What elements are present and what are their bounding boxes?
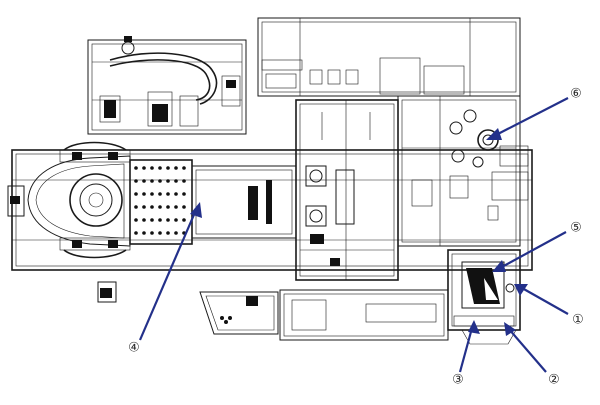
table-hole [182, 192, 186, 196]
callout-5: ⑤ [570, 221, 582, 236]
table-hole [174, 231, 178, 235]
table-hole [150, 166, 154, 170]
table-hole [134, 192, 138, 196]
table-hole [134, 179, 138, 183]
callout-labels: ⑥ ⑤ ① ② ③ ④ [128, 87, 584, 388]
table-hole [142, 192, 146, 196]
table-hole [158, 192, 162, 196]
table-hole [142, 218, 146, 222]
table-hole [142, 179, 146, 183]
table-hole [182, 166, 186, 170]
table-hole [142, 231, 146, 235]
table-hole [174, 205, 178, 209]
lower-base [279, 289, 449, 341]
callout-6: ⑥ [570, 87, 582, 102]
callout-3: ③ [452, 373, 464, 388]
table-hole [182, 218, 186, 222]
table-hole [166, 179, 170, 183]
chip-tray [97, 281, 279, 335]
table-hole [142, 205, 146, 209]
callout-1: ① [572, 313, 584, 328]
hydraulic-unit [87, 36, 247, 135]
column-section [295, 99, 399, 281]
callout-4: ④ [128, 341, 140, 356]
table-hole [174, 166, 178, 170]
table-hole [166, 231, 170, 235]
table-hole [158, 205, 162, 209]
table-hole [166, 192, 170, 196]
table-hole [134, 205, 138, 209]
table-hole [174, 192, 178, 196]
table-hole [150, 192, 154, 196]
table-hole [166, 205, 170, 209]
table-hole [166, 166, 170, 170]
table-hole [134, 218, 138, 222]
table-hole [166, 218, 170, 222]
table-hole [174, 218, 178, 222]
table-hole [150, 205, 154, 209]
table-hole [158, 166, 162, 170]
upper-cabinet [257, 17, 521, 97]
table-hole [150, 179, 154, 183]
table-hole [150, 218, 154, 222]
table-hole [182, 205, 186, 209]
table-hole [158, 231, 162, 235]
table-hole [158, 179, 162, 183]
table-hole [134, 231, 138, 235]
table-hole [182, 179, 186, 183]
callout-2: ② [548, 373, 560, 388]
table-hole [174, 179, 178, 183]
callout-arrows [138, 97, 569, 373]
control-panel [447, 249, 521, 345]
table-hole [150, 231, 154, 235]
table-hole [158, 218, 162, 222]
table-hole [134, 166, 138, 170]
worktable [129, 159, 297, 245]
table-hole [142, 166, 146, 170]
right-equipment [397, 95, 529, 247]
